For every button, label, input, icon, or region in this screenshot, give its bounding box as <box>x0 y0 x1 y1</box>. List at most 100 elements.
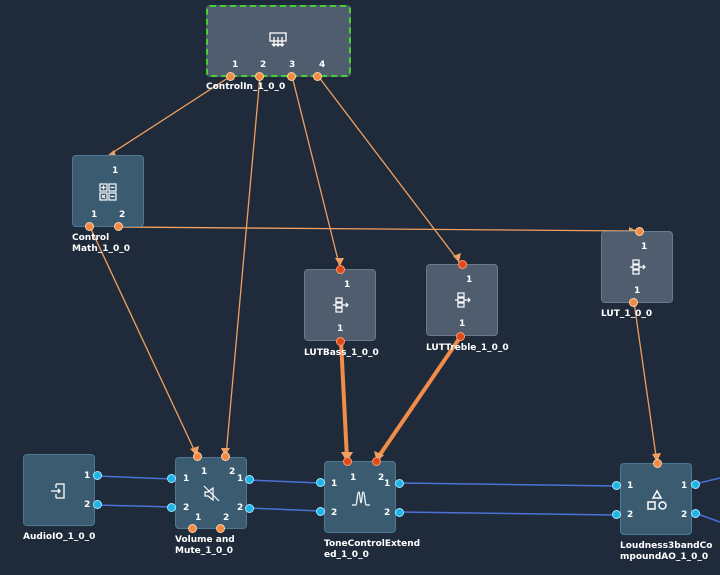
control-wire <box>118 226 639 232</box>
control-wire-bold <box>339 339 349 461</box>
control-wires <box>89 75 658 464</box>
audio-in-pin[interactable] <box>167 503 176 512</box>
control-in-node[interactable]: 1 2 3 4 <box>206 5 351 77</box>
audio-out-pin[interactable] <box>245 504 254 513</box>
pin-label: 1 <box>232 60 239 70</box>
control-in-pin[interactable] <box>193 452 202 461</box>
audio-wire <box>96 504 172 508</box>
node-label: ControlIn_1_0_0 <box>206 82 286 92</box>
pin-label: 2 <box>183 503 190 513</box>
audio-out-pin[interactable] <box>93 471 102 480</box>
pin-label: 2 <box>681 510 688 520</box>
lut-treble-node[interactable]: 1 1 <box>426 264 498 336</box>
pin-label: 4 <box>319 60 326 70</box>
pin-label: 1 <box>112 166 119 176</box>
control-out-pin[interactable] <box>114 222 123 231</box>
audio-wire <box>398 511 617 516</box>
audio-out-pin[interactable] <box>395 479 404 488</box>
pin-label: 1 <box>466 275 473 285</box>
volume-mute-node[interactable]: 1 2 1 2 1 2 1 2 <box>175 457 247 529</box>
control-input-icon <box>269 32 287 52</box>
control-wire <box>89 226 198 457</box>
pin-label: 1 <box>183 474 190 484</box>
node-label: mpoundAO_1_0_0 <box>620 552 709 562</box>
node-label: ToneControlExtend <box>324 539 421 549</box>
node-label: Mute_1_0_0 <box>175 546 234 556</box>
node-label: Control <box>72 233 110 243</box>
audio-wires <box>96 475 720 523</box>
node-label: Math_1_0_0 <box>72 244 131 254</box>
control-wire <box>108 75 232 156</box>
audio-out-pin[interactable] <box>395 508 404 517</box>
pin-label: 1 <box>344 280 351 290</box>
audio-io-node[interactable]: 1 2 <box>23 454 95 526</box>
lut-node[interactable]: 1 1 <box>601 231 673 303</box>
pin-label: 1 <box>331 479 338 489</box>
audio-in-pin[interactable] <box>316 507 325 516</box>
control-out-pin[interactable] <box>456 332 465 341</box>
control-out-pin[interactable] <box>226 72 235 81</box>
node-label: AudioIO_1_0_0 <box>23 532 96 542</box>
audio-in-pin[interactable] <box>167 474 176 483</box>
lookup-table-icon <box>454 292 472 312</box>
audio-out-pin[interactable] <box>691 509 700 518</box>
lut-bass-node[interactable]: 1 1 <box>304 269 376 341</box>
audio-in-pin[interactable] <box>316 478 325 487</box>
control-out-pin[interactable] <box>85 222 94 231</box>
audio-out-pin[interactable] <box>93 500 102 509</box>
pin-label: 2 <box>384 508 391 518</box>
lookup-table-icon <box>629 259 647 279</box>
control-in-pin[interactable] <box>635 227 644 236</box>
pin-label: 1 <box>681 481 688 491</box>
control-wire <box>225 75 261 457</box>
shapes-icon <box>646 489 668 515</box>
control-in-pin[interactable] <box>336 265 345 274</box>
control-out-pin[interactable] <box>336 337 345 346</box>
pin-label: 2 <box>229 467 236 477</box>
arrowhead <box>453 253 461 262</box>
audio-wire <box>248 507 321 512</box>
loudness-node[interactable]: 1 2 1 2 <box>620 463 692 535</box>
control-out-pin[interactable] <box>629 298 638 307</box>
control-out-pin[interactable] <box>313 72 322 81</box>
arrowheads <box>106 150 661 462</box>
lookup-table-icon <box>332 297 350 317</box>
audio-in-pin[interactable] <box>612 481 621 490</box>
audio-in-pin[interactable] <box>612 510 621 519</box>
control-math-node[interactable]: 1 1 2 <box>72 155 144 227</box>
audio-io-icon <box>50 482 68 504</box>
pin-label: 1 <box>201 467 208 477</box>
tone-control-node[interactable]: 1 2 1 2 1 2 <box>324 461 396 533</box>
pin-label: 2 <box>119 210 126 220</box>
pin-label: 2 <box>237 503 244 513</box>
pin-label: 2 <box>627 510 634 520</box>
control-wire <box>317 75 461 264</box>
audio-out-pin[interactable] <box>245 475 254 484</box>
pin-label: 1 <box>634 286 641 296</box>
pin-label: 1 <box>337 324 344 334</box>
audio-wire <box>248 479 321 484</box>
control-out-pin[interactable] <box>255 72 264 81</box>
control-wire <box>633 301 658 464</box>
control-out-pin[interactable] <box>287 72 296 81</box>
node-label: ed_1_0_0 <box>324 550 369 560</box>
control-in-pin[interactable] <box>653 459 662 468</box>
audio-out-pin[interactable] <box>691 480 700 489</box>
audio-wire <box>398 482 617 487</box>
control-out-pin[interactable] <box>216 524 225 533</box>
control-in-pin[interactable] <box>343 457 352 466</box>
node-label: LUT_1_0_0 <box>601 309 653 319</box>
pin-label: 2 <box>260 60 267 70</box>
arrowhead <box>335 258 344 266</box>
pin-label: 1 <box>195 513 202 523</box>
pin-label: 1 <box>641 242 648 252</box>
pin-label: 1 <box>384 479 391 489</box>
control-in-pin[interactable] <box>372 457 381 466</box>
control-out-pin[interactable] <box>188 524 197 533</box>
control-in-pin[interactable] <box>458 260 467 269</box>
pin-label: 1 <box>84 471 91 481</box>
control-in-pin[interactable] <box>221 452 230 461</box>
audio-wire <box>96 475 172 480</box>
pin-label: 2 <box>84 500 91 510</box>
control-wires-bold <box>339 334 463 461</box>
